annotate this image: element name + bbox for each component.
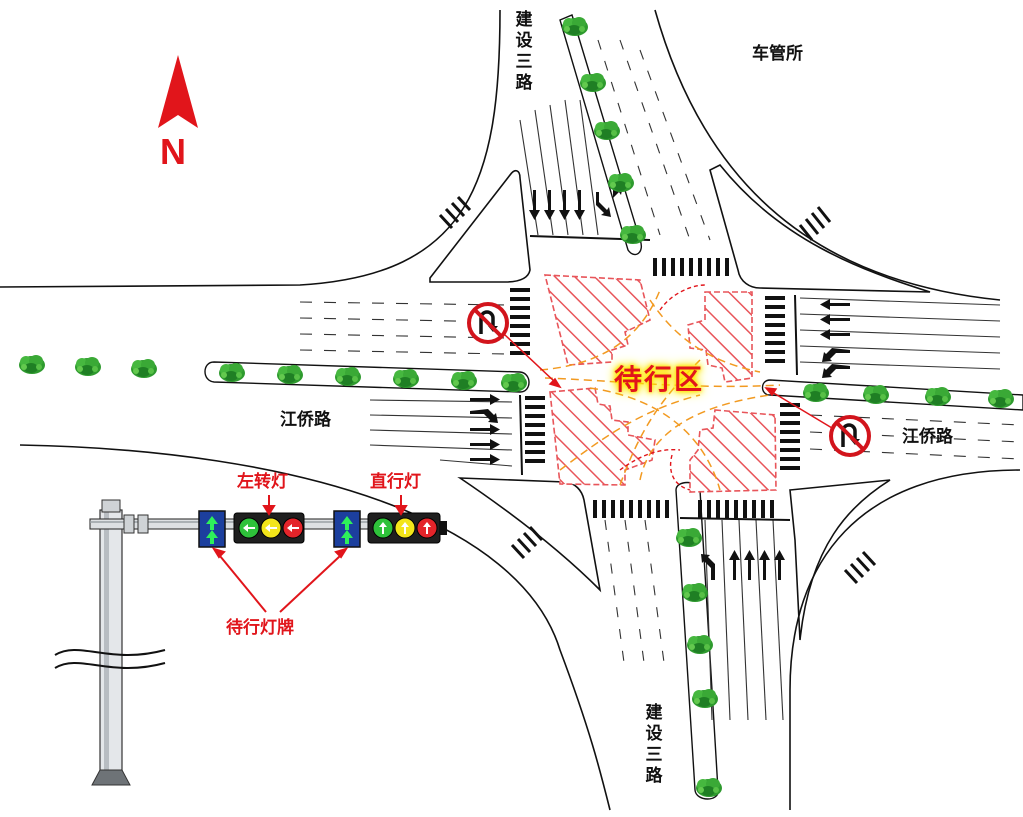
straight-light-icon [367, 512, 447, 544]
signal-assembly [54, 495, 447, 786]
lane-lines [299, 39, 1021, 721]
north-arrow-icon [158, 55, 198, 128]
road-curbs [0, 9, 1021, 811]
north-road-label: 建设三路 [515, 10, 533, 93]
left-turn-light-icon [233, 512, 305, 544]
landmark-label: 车管所 [752, 44, 803, 64]
west-road-label: 江侨路 [280, 410, 331, 430]
east-road-label: 江侨路 [902, 427, 953, 447]
waiting-zone-north [543, 274, 651, 366]
no-u-turn-sign-icon [467, 302, 509, 344]
guide-lines [539, 289, 781, 491]
waiting-zone-south [689, 409, 777, 493]
straight-light-label: 直行灯 [370, 472, 421, 492]
left-turn-light-label: 左转灯 [237, 472, 288, 492]
lane-arrows [470, 186, 850, 580]
north-label: N [160, 131, 186, 172]
waiting-zone-title: 待行区 [614, 363, 705, 396]
south-road-label: 建设三路 [645, 703, 663, 786]
no-u-turn-sign-icon [829, 415, 871, 457]
sign-pointer-lines [504, 334, 833, 429]
u-turn-arcs [619, 284, 706, 491]
waiting-zone-east [687, 291, 753, 383]
waiting-sign-label: 待行灯牌 [226, 618, 294, 638]
waiting-zone-west [549, 387, 656, 486]
waiting-zones [543, 274, 777, 493]
crosswalks [438, 195, 877, 585]
